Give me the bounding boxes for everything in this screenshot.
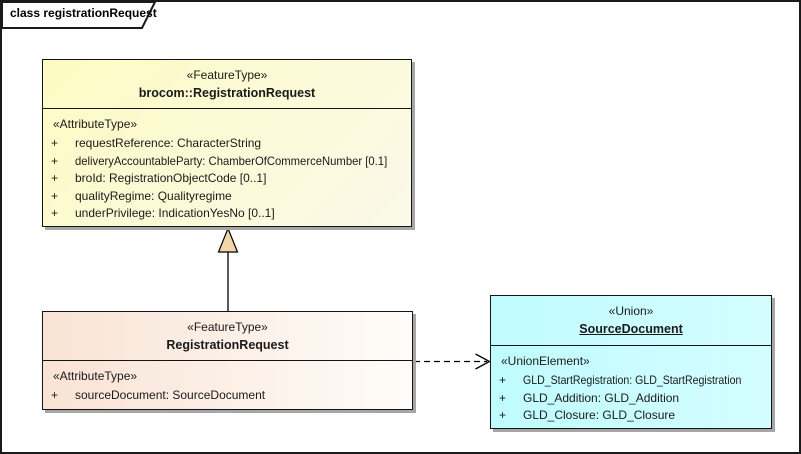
attribute-row: + GLD_Closure: GLD_Closure: [491, 407, 771, 425]
attribute-signature: requestReference: CharacterString: [75, 136, 262, 150]
class-stereotype: «FeatureType»: [186, 68, 268, 82]
visibility-marker: +: [51, 388, 59, 402]
attribute-signature: deliveryAccountableParty: ChamberOfComme…: [75, 153, 388, 168]
attribute-row: + requestReference: CharacterString: [43, 135, 411, 153]
class-header: «FeatureType» RegistrationRequest: [43, 312, 412, 361]
visibility-marker: +: [499, 373, 507, 387]
class-name: RegistrationRequest: [166, 338, 289, 352]
attribute-compartment: «UnionElement» + GLD_StartRegistration: …: [491, 346, 771, 425]
attribute-compartment: «AttributeType» + sourceDocument: Source…: [43, 361, 412, 405]
class-header: «FeatureType» brocom::RegistrationReques…: [43, 60, 411, 109]
attribute-compartment: «AttributeType» + requestReference: Char…: [43, 109, 411, 223]
compartment-stereotype: «UnionElement»: [501, 354, 590, 368]
visibility-marker: +: [51, 171, 59, 186]
class-stereotype: «Union»: [608, 304, 654, 318]
visibility-marker: +: [499, 408, 507, 423]
attribute-signature: broId: RegistrationObjectCode [0..1]: [75, 171, 267, 186]
class-box-brocom-registrationrequest[interactable]: «FeatureType» brocom::RegistrationReques…: [42, 59, 412, 227]
visibility-marker: +: [51, 188, 59, 203]
attribute-row: + GLD_Addition: GLD_Addition: [491, 390, 771, 408]
class-box-registrationrequest[interactable]: «FeatureType» RegistrationRequest «Attri…: [42, 311, 413, 410]
class-header: «Union» SourceDocument: [491, 296, 771, 346]
visibility-marker: +: [499, 390, 507, 405]
dependency-connector[interactable]: [414, 353, 491, 370]
attribute-signature: underPrivilege: IndicationYesNo [0..1]: [75, 206, 275, 221]
class-name: SourceDocument: [579, 322, 683, 336]
compartment-stereotype: «AttributeType»: [53, 369, 138, 383]
generalization-connector[interactable]: [217, 226, 239, 312]
attribute-signature: GLD_Closure: GLD_Closure: [523, 408, 676, 423]
class-stereotype: «FeatureType»: [187, 320, 268, 334]
attribute-signature: sourceDocument: SourceDocument: [75, 388, 266, 402]
visibility-marker: +: [51, 153, 59, 168]
dependency-arrowhead-icon: [475, 353, 491, 370]
attribute-row: + qualityRegime: Qualityregime: [43, 188, 411, 206]
attribute-row: + underPrivilege: IndicationYesNo [0..1]: [43, 205, 411, 223]
attribute-signature: GLD_StartRegistration: GLD_StartRegistra…: [523, 373, 742, 387]
visibility-marker: +: [51, 206, 59, 221]
visibility-marker: +: [51, 136, 59, 150]
class-box-sourcedocument[interactable]: «Union» SourceDocument «UnionElement» + …: [490, 295, 772, 429]
compartment-stereotype: «AttributeType»: [53, 117, 138, 131]
attribute-row: + GLD_StartRegistration: GLD_StartRegist…: [491, 372, 771, 390]
attribute-row: + deliveryAccountableParty: ChamberOfCom…: [43, 153, 411, 171]
diagram-tab-label: class registrationRequest: [10, 6, 157, 20]
generalization-arrowhead-icon: [217, 226, 239, 253]
attribute-signature: qualityRegime: Qualityregime: [75, 188, 232, 203]
class-name: brocom::RegistrationRequest: [138, 86, 316, 100]
attribute-row: + broId: RegistrationObjectCode [0..1]: [43, 170, 411, 188]
attribute-row: + sourceDocument: SourceDocument: [43, 387, 412, 405]
attribute-signature: GLD_Addition: GLD_Addition: [523, 390, 680, 405]
